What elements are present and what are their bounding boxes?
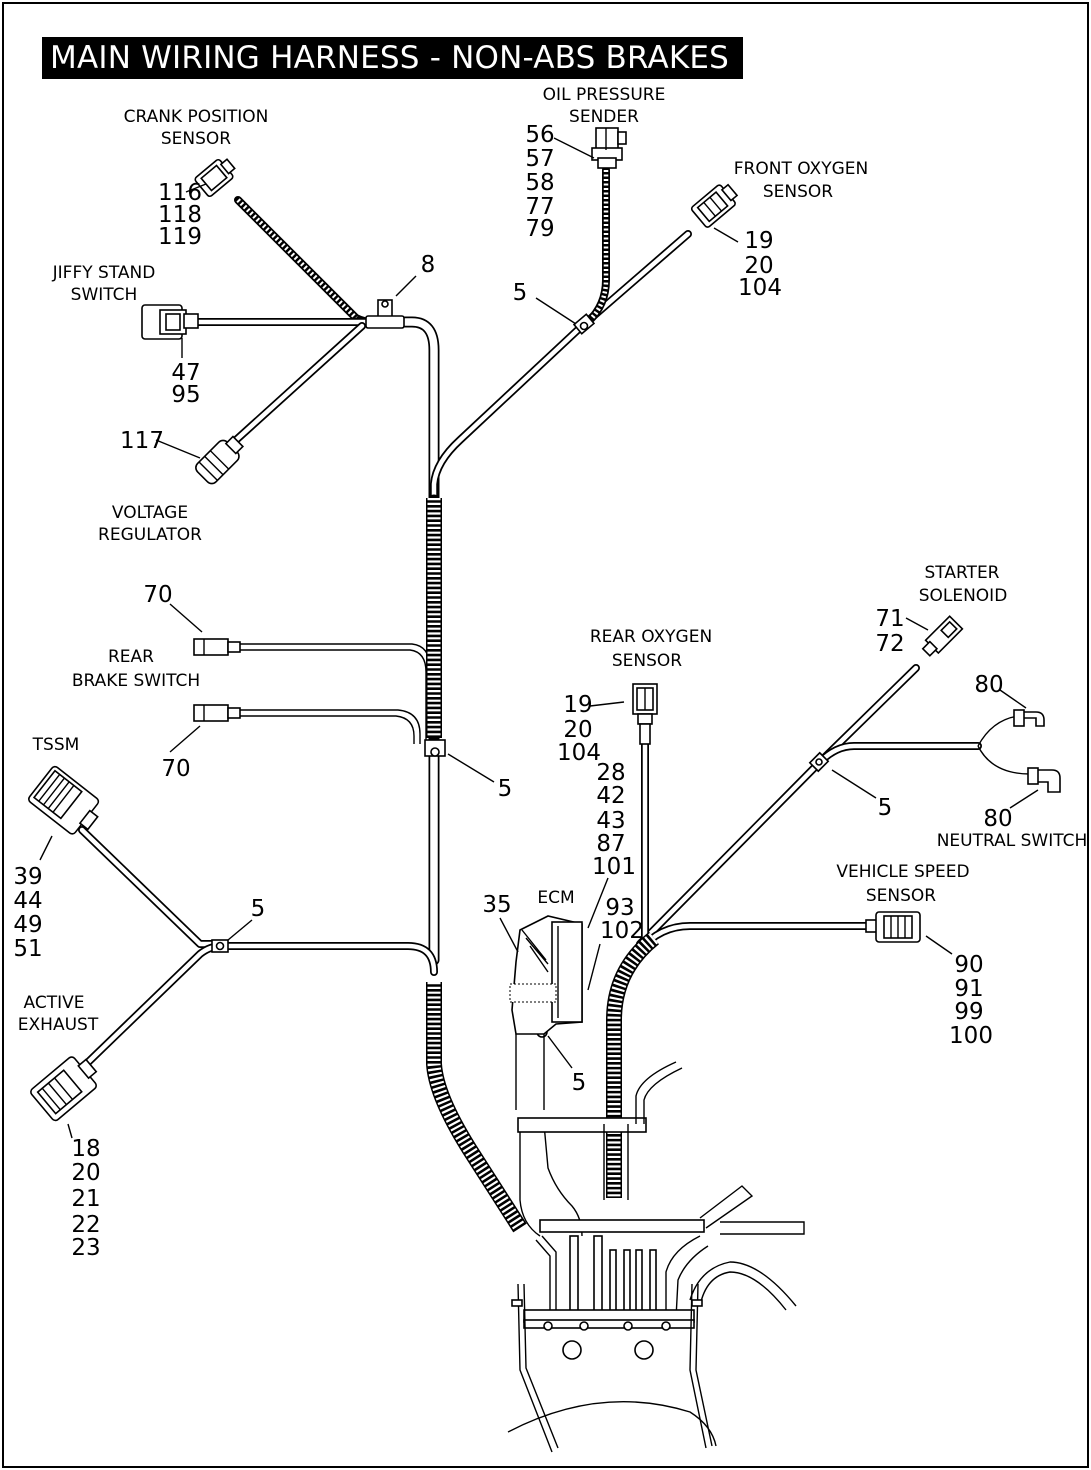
tssm-label: TSSM: [32, 735, 80, 755]
ecm-label: ECM: [537, 888, 574, 908]
ecm-ref-28: 28: [596, 760, 625, 786]
front-o2-ref-2: 20: [744, 253, 773, 279]
neutral-switch-terminal-lower: [1027, 767, 1061, 793]
voltage-label-1: VOLTAGE: [112, 503, 188, 523]
front-o2-label-1: FRONT OXYGEN: [734, 159, 868, 179]
rear-o2-ref-3: 104: [557, 740, 601, 766]
harness-clips: [211, 299, 830, 1038]
neutral-ref-1: 80: [974, 672, 1003, 698]
ecm-module: [509, 915, 583, 1110]
conduit-sleeves: [426, 498, 660, 1233]
tssm-module: [28, 765, 100, 835]
voltage-label-2: REGULATOR: [98, 525, 202, 545]
jiffy-ref-2: 95: [171, 382, 200, 408]
ecm-ref-101: 101: [592, 854, 636, 880]
rear-o2-ref-2: 20: [563, 717, 592, 743]
brake-label-2: BRAKE SWITCH: [72, 671, 200, 691]
front-o2-ref-1: 19: [744, 228, 773, 254]
tssm-ref-3: 49: [13, 912, 42, 938]
page-title: MAIN WIRING HARNESS - NON-ABS BRAKES: [42, 37, 744, 79]
front-oxygen-connector: [690, 183, 739, 228]
jiffy-label-2: SWITCH: [71, 285, 138, 305]
vss-ref-3: 99: [954, 999, 983, 1025]
crank-ref-2: 118: [158, 202, 202, 228]
ecm-ref-35: 35: [482, 892, 511, 918]
front-o2-label-2: SENSOR: [763, 182, 833, 202]
tssm-ref-1: 39: [13, 864, 42, 890]
active-exhaust-label-2: EXHAUST: [18, 1015, 99, 1035]
rear-brake-switch-connector-lower: [193, 704, 241, 722]
clip-5-ref-4: 5: [572, 1070, 587, 1096]
oil-ref-2: 57: [525, 146, 554, 172]
starter-ref-1: 71: [875, 606, 904, 632]
starter-label-1: STARTER: [925, 563, 1000, 583]
active-exhaust-ref-4: 22: [71, 1212, 100, 1238]
oil-label-2: SENDER: [569, 107, 639, 127]
starter-solenoid-connector: [921, 615, 964, 657]
rear-o2-label-2: SENSOR: [612, 651, 682, 671]
active-exhaust-ref-5: 23: [71, 1235, 100, 1261]
front-o2-ref-3: 104: [738, 275, 782, 301]
rear-o2-ref-1: 19: [563, 692, 592, 718]
oil-label-1: OIL PRESSURE: [543, 85, 666, 105]
vss-label-1: VEHICLE SPEED: [836, 862, 969, 882]
oil-pressure-sender-connector: [591, 127, 627, 169]
ecm-ref-93: 93: [605, 895, 634, 921]
component-labels: CRANK POSITION SENSOR 116 118 119 JIFFY …: [13, 85, 1087, 1261]
active-exhaust-ref-3: 21: [71, 1186, 100, 1212]
brake-label-1: REAR: [108, 647, 154, 667]
neutral-switch-terminal-upper: [1013, 709, 1045, 727]
neutral-ref-2: 80: [983, 806, 1012, 832]
tssm-ref-2: 44: [13, 888, 42, 914]
jiffy-stand-connector: [141, 304, 199, 340]
starter-ref-2: 72: [875, 631, 904, 657]
tssm-ref-4: 51: [13, 936, 42, 962]
harness-wires: [76, 166, 1031, 1074]
ecm-ref-43: 43: [596, 808, 625, 834]
leader-lines: [39, 137, 1039, 1139]
vss-label-2: SENSOR: [866, 886, 936, 906]
crank-ref-1: 116: [158, 180, 202, 206]
crank-sensor-connector: [194, 158, 236, 198]
frame-outline: [507, 1061, 805, 1453]
clip-8-ref: 8: [421, 252, 436, 278]
voltage-ref: 117: [120, 428, 164, 454]
ecm-ref-102: 102: [600, 918, 644, 944]
brake-ref-1: 70: [143, 582, 172, 608]
rear-brake-switch-connector-upper: [193, 638, 241, 656]
rear-o2-label-1: REAR OXYGEN: [590, 627, 712, 647]
crank-sensor-label-2: SENSOR: [161, 129, 231, 149]
jiffy-label-1: JIFFY STAND: [52, 263, 156, 283]
vss-ref-1: 90: [954, 952, 983, 978]
ecm-ref-42: 42: [596, 783, 625, 809]
starter-label-2: SOLENOID: [919, 586, 1008, 606]
voltage-regulator-connector: [195, 435, 245, 485]
oil-ref-5: 79: [525, 216, 554, 242]
oil-ref-1: 56: [525, 122, 554, 148]
ecm-ref-87: 87: [596, 831, 625, 857]
clip-5-ref-1: 5: [513, 280, 528, 306]
clip-5-ref-3: 5: [251, 896, 266, 922]
crank-sensor-label-1: CRANK POSITION: [124, 107, 269, 127]
active-exhaust-connector: [30, 1056, 98, 1122]
brake-ref-2: 70: [161, 756, 190, 782]
clip-8: [365, 299, 405, 329]
rear-oxygen-connector: [632, 683, 658, 745]
active-exhaust-label-1: ACTIVE: [24, 993, 85, 1013]
crank-ref-3: 119: [158, 224, 202, 250]
clip-5-ref-2: 5: [498, 776, 513, 802]
oil-ref-4: 77: [525, 194, 554, 220]
clip-5-ref-5: 5: [878, 795, 893, 821]
neutral-label: NEUTRAL SWITCH: [937, 831, 1088, 851]
jiffy-ref-1: 47: [171, 360, 200, 386]
active-exhaust-ref-1: 18: [71, 1136, 100, 1162]
vss-ref-4: 100: [949, 1023, 993, 1049]
vehicle-speed-sensor-connector: [865, 911, 921, 943]
vss-ref-2: 91: [954, 976, 983, 1002]
connectors: [28, 127, 1061, 1453]
oil-ref-3: 58: [525, 170, 554, 196]
active-exhaust-ref-2: 20: [71, 1160, 100, 1186]
